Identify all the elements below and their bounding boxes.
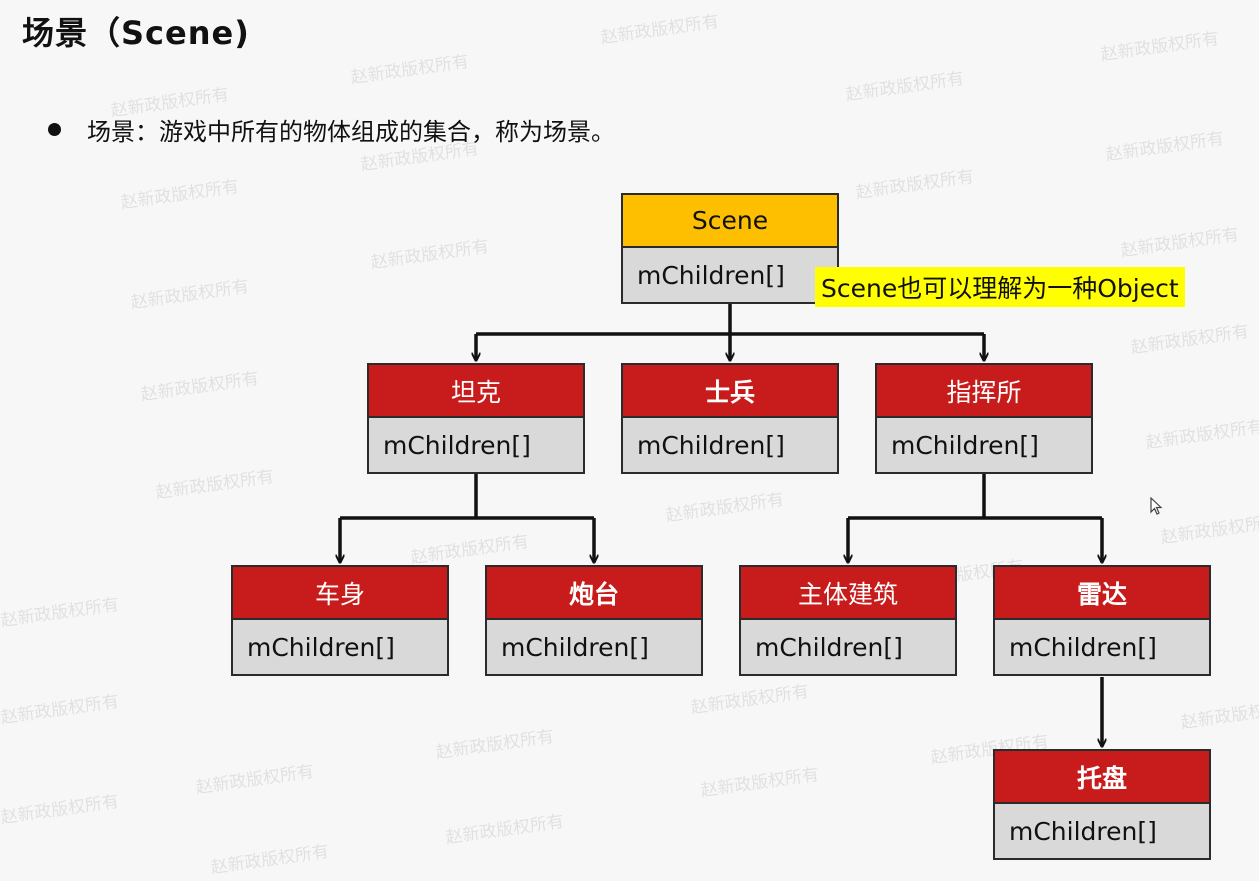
node-building: 主体建筑 mChildren[] — [739, 565, 957, 676]
node-body: 车身 mChildren[] — [231, 565, 449, 676]
node-children: mChildren[] — [1009, 816, 1157, 846]
connector-scene-trunk — [476, 303, 984, 336]
connector-command-trunk — [848, 474, 1102, 520]
node-children: mChildren[] — [755, 632, 903, 662]
node-children: mChildren[] — [637, 260, 785, 290]
mouse-pointer-icon — [1150, 497, 1163, 515]
node-label: 车身 — [233, 567, 447, 620]
node-tray: 托盘 mChildren[] — [993, 749, 1211, 860]
node-label: 坦克 — [369, 365, 583, 418]
node-children: mChildren[] — [637, 430, 785, 460]
bullet-dot-icon — [48, 123, 61, 136]
node-tank: 坦克 mChildren[] — [367, 363, 585, 474]
node-label: 士兵 — [623, 365, 837, 418]
node-label: Scene — [623, 195, 837, 248]
connector-tank-trunk — [340, 474, 594, 520]
node-turret: 炮台 mChildren[] — [485, 565, 703, 676]
page-title: 场景（Scene) — [22, 14, 250, 52]
node-label: 雷达 — [995, 567, 1209, 620]
node-label: 炮台 — [487, 567, 701, 620]
bullet-item: 场景：游戏中所有的物体组成的集合，称为场景。 — [48, 112, 615, 147]
node-children: mChildren[] — [891, 430, 1039, 460]
bullet-text: 场景：游戏中所有的物体组成的集合，称为场景。 — [87, 118, 615, 146]
callout-note: Scene也可以理解为一种Object — [815, 267, 1185, 307]
node-children: mChildren[] — [1009, 632, 1157, 662]
node-radar: 雷达 mChildren[] — [993, 565, 1211, 676]
node-label: 主体建筑 — [741, 567, 955, 620]
node-label: 托盘 — [995, 751, 1209, 804]
node-label: 指挥所 — [877, 365, 1091, 418]
node-children: mChildren[] — [247, 632, 395, 662]
node-children: mChildren[] — [501, 632, 649, 662]
node-scene: Scene mChildren[] — [621, 193, 839, 304]
node-children: mChildren[] — [383, 430, 531, 460]
node-command: 指挥所 mChildren[] — [875, 363, 1093, 474]
node-soldier: 士兵 mChildren[] — [621, 363, 839, 474]
